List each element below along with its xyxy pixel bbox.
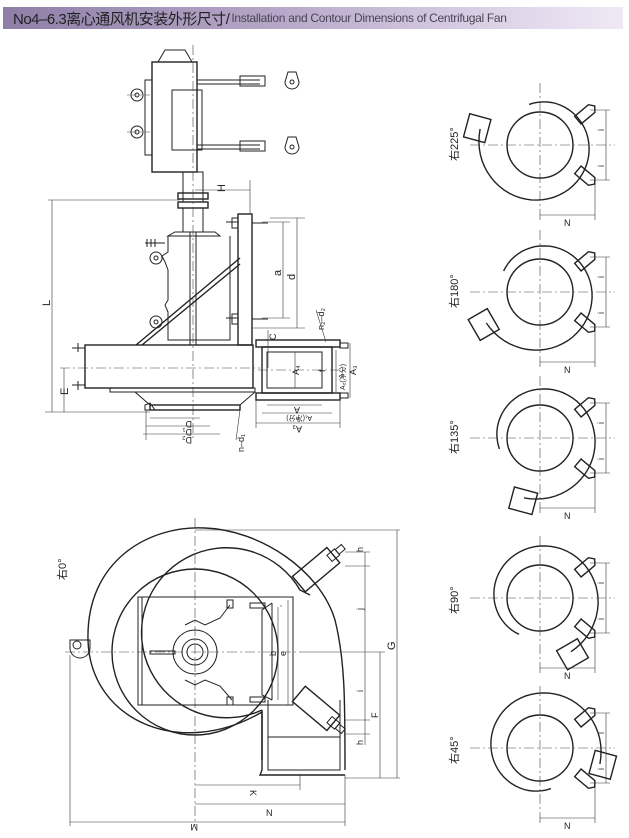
scroll-outline (490, 692, 602, 792)
motor (127, 49, 300, 173)
orientation-label: 右180° (447, 274, 461, 308)
variant-view: i iN 右90° (447, 536, 615, 681)
bracket (573, 458, 596, 480)
dim-A2: A₂(净分) (338, 364, 347, 390)
dim-A: A (294, 405, 300, 415)
outlet-duct (588, 749, 618, 781)
variant-view: i iN 右135° (447, 376, 615, 521)
outlet-duct (507, 486, 539, 516)
orientation-label: 右135° (447, 420, 461, 454)
dim-A3-bottom: A₃ (292, 424, 302, 434)
dim-F: F (370, 712, 380, 718)
dim-E: E (59, 388, 71, 395)
dim-A1: A₁(净分) (286, 414, 312, 423)
dim-G: G (386, 641, 398, 650)
dim-a: a (272, 269, 284, 276)
dim-M: M (191, 822, 199, 832)
dim-j: j (355, 608, 365, 611)
dim-h-bottom: h (355, 740, 365, 745)
scroll-outline (496, 388, 596, 500)
dim-f: f (317, 369, 327, 372)
dim-e: e (278, 651, 288, 656)
dim-i: i (596, 618, 606, 620)
dim-H: H (216, 184, 228, 192)
dim-N: N (266, 808, 273, 818)
dim-A4: A₄ (291, 365, 301, 375)
orientation-label: 右90° (447, 586, 461, 614)
page-header: No4–6.3离心通风机安装外形尺寸/ Installation and Con… (3, 7, 623, 29)
dim-N: N (564, 671, 571, 681)
outlet-flange (255, 339, 349, 401)
orientation-label: 右0° (55, 558, 69, 580)
shaft-coupling (177, 45, 209, 440)
bracket (573, 165, 596, 187)
front-view: 右0° h j b e G i F h K N M (55, 518, 400, 832)
front-labels: 右0° h j b e G i F h K N M (55, 547, 398, 832)
bracket (573, 250, 596, 272)
bracket (573, 768, 596, 790)
scroll-outline (493, 545, 599, 653)
outlet-duct (467, 307, 501, 342)
bracket-top (291, 543, 346, 593)
dim-i: i (355, 690, 365, 692)
outlet-duct (555, 637, 590, 671)
dim-i: i (596, 582, 606, 584)
bracket (573, 618, 596, 640)
dim-N: N (564, 821, 571, 831)
title-chinese: No4–6.3离心通风机安装外形尺寸/ (13, 10, 230, 28)
side-labels: H L E a d n₂–d₂ C A₄ f A₂(净分) A₃ A A₁(净分… (41, 184, 358, 452)
dim-h-top: h (355, 547, 365, 552)
variant-view: i iN 右225° (447, 83, 615, 228)
variant-view: i iN 右180° (447, 230, 615, 375)
dim-n-d1: n–d₁ (236, 434, 246, 452)
dim-L: L (41, 300, 53, 306)
dim-i: i (596, 129, 606, 131)
bracket (573, 396, 596, 418)
dim-i: i (596, 165, 606, 167)
dim-A3: A₃ (348, 365, 358, 375)
dim-D2: D₂ (182, 435, 192, 445)
dim-D1: D₁ (182, 427, 192, 437)
bracket (573, 103, 596, 125)
side-view: H L E a d n₂–d₂ C A₄ f A₂(净分) A₃ A A₁(净分… (41, 45, 358, 452)
bracket (573, 706, 596, 728)
dim-i: i (596, 732, 606, 734)
bracket-bottom (291, 685, 346, 735)
dim-b: b (268, 651, 278, 656)
dim-K: K (248, 790, 258, 796)
dim-C: C (268, 333, 278, 340)
bracket (573, 556, 596, 578)
dim-N: N (564, 218, 571, 228)
orientation-label: 右45° (447, 736, 461, 764)
orientation-label: 右225° (447, 127, 461, 161)
dim-n2-d2: n₂–d₂ (316, 307, 326, 330)
dim-i: i (596, 458, 606, 460)
dim-i: i (596, 276, 606, 278)
dim-i: i (596, 422, 606, 424)
side-dimensions (45, 180, 351, 441)
fan-casing (60, 343, 260, 411)
bracket (573, 312, 596, 334)
dim-N: N (564, 511, 571, 521)
dim-i: i (596, 768, 606, 770)
title-english: Installation and Contour Dimensions of C… (231, 11, 507, 25)
scroll-outline (478, 101, 590, 201)
dim-D: D (185, 419, 192, 429)
variant-view: i iN 右45° (447, 686, 618, 831)
bearing-pedestal (135, 213, 268, 346)
outlet-duct (462, 112, 492, 144)
dim-d: d (286, 274, 298, 280)
dim-i: i (596, 312, 606, 314)
dim-N: N (564, 365, 571, 375)
